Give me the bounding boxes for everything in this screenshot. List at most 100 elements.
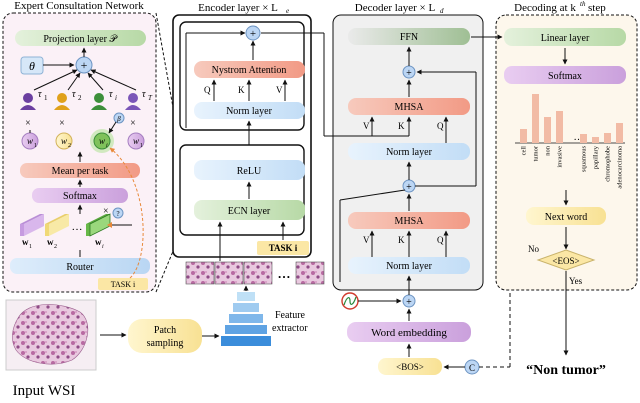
weight-i-node: [93, 132, 111, 150]
expert-2-tau-sub: 2: [78, 94, 82, 102]
next-word-label: Next word: [545, 212, 588, 223]
expert-2-tau: τ: [72, 89, 76, 100]
expert-i-body: [91, 105, 107, 110]
router-vector-i-face: [86, 224, 90, 236]
decoding-panel: Decoding at k th step Linear layer Softm…: [471, 0, 638, 378]
encoder-ffn-block: [179, 144, 305, 236]
router-vector-i-sub: i: [102, 244, 104, 250]
router-vector-i-label: w: [95, 237, 102, 247]
expert-i-icon: [94, 93, 104, 103]
eos-diamond: [536, 249, 596, 271]
yes-label: Yes: [569, 276, 583, 286]
decoder-norm-bottom-label: Norm layer: [386, 261, 432, 272]
expert-1-icon: [23, 93, 33, 103]
decoding-title-sup: th: [580, 0, 586, 8]
encoder-task-label: TASK i: [269, 243, 298, 253]
weight-2-sub: 2: [68, 143, 71, 149]
task-feedback-path: [109, 147, 144, 279]
chart-bar: [580, 134, 587, 143]
nystrom-attention-label: Nystrom Attention: [212, 65, 287, 76]
decoder-top-k: K: [398, 121, 405, 131]
router-vector-2-face: [45, 224, 49, 236]
decoder-norm-bottom-box: [348, 257, 470, 274]
encoder-norm2-box: [194, 160, 305, 180]
expertT-to-plus: [90, 69, 137, 91]
beta-arrow: [108, 121, 117, 134]
mean-per-task-box: [20, 163, 140, 178]
patch-sampling-label-1: Patch: [154, 325, 176, 336]
mhsa-bottom-box: [348, 212, 470, 229]
experti-to-plus: [87, 72, 104, 91]
router-vector-dots: …: [72, 221, 83, 233]
decoder-norm-mid-box: [348, 143, 470, 160]
chart-category-label: …: [574, 132, 584, 143]
patch-4: [295, 261, 325, 285]
encoder-ecn-layer-box: [194, 200, 305, 220]
router-vector-2-prism: [45, 214, 69, 224]
decoding-softmax-label: Softmax: [548, 71, 582, 82]
fe-layer-1: [237, 292, 255, 301]
wsi-tissue: [12, 304, 89, 365]
ffn-label: FFN: [400, 32, 418, 43]
encoder-title-sub: e: [286, 7, 289, 15]
chart-category-label: invasive: [557, 146, 564, 168]
weight-T-sub: 1: [140, 143, 143, 149]
beta-node: [113, 112, 125, 124]
expert2-to-plus: [67, 72, 81, 91]
encoder-k: K: [238, 85, 245, 95]
encoder-plus-top: [245, 25, 261, 41]
router-vector-times: ×: [103, 206, 109, 217]
decoder-panel: Decoder layer × L d FFN + MHSA V K Q Nor…: [261, 2, 484, 291]
bos-label: <BOS>: [396, 362, 424, 372]
decoder-top-v: V: [363, 121, 370, 131]
fe-layer-3: [229, 314, 263, 323]
expert-i: τ i: [91, 89, 117, 110]
chart-bar: [556, 111, 563, 143]
expert-i-tau: τ: [109, 89, 113, 100]
ecn-task-badge: [98, 278, 148, 290]
encoder-title: Encoder layer × L: [198, 2, 278, 14]
router-vector-2-sub: 2: [54, 244, 57, 250]
expert-T-body: [125, 105, 141, 110]
expert-i-tau-sub: i: [115, 94, 117, 102]
weight-i-label: w: [99, 136, 105, 146]
ecn-panel-title: Expert Consultation Network: [14, 0, 144, 12]
encoder-task-badge: [257, 241, 309, 255]
chart-category-label: chromophobe: [605, 146, 612, 182]
patch-2: [214, 261, 244, 285]
router-vector-i-prism: [86, 214, 110, 224]
feature-extractor: Feature extractor: [221, 285, 308, 346]
router-vector-1-sub: 1: [29, 244, 32, 250]
ecn-plus-symbol: +: [81, 58, 88, 72]
feature-extractor-label-2: extractor: [272, 323, 308, 334]
router-vector-2: w 2: [45, 214, 69, 250]
weight-1-sub: 1: [34, 143, 37, 149]
weight-2-node: [55, 132, 73, 150]
expert-2: τ 2: [54, 89, 82, 110]
expert-2-body: [54, 105, 70, 110]
router-box: [10, 258, 150, 274]
expert-2-icon: [57, 93, 67, 103]
ecn-times-1: ×: [25, 118, 31, 129]
expert-1-body: [20, 105, 36, 110]
embedding-section: + Word embedding <BOS> C: [341, 259, 540, 375]
chart-category-label: tumor: [533, 145, 540, 161]
decoder-bottom-v: V: [363, 235, 370, 245]
decoder-title-sub: d: [440, 7, 444, 15]
ecn-times-T: ×: [130, 118, 136, 129]
concat-label: C: [469, 363, 475, 373]
encoder-q: Q: [204, 85, 211, 95]
theta-label: θ: [29, 59, 35, 73]
weight-1-label: w: [27, 136, 33, 146]
decoder-bottom-q: Q: [437, 235, 444, 245]
decoder-plus-1-symbol: +: [406, 182, 412, 193]
encoder-relu-label: ReLU: [237, 166, 262, 177]
feature-extractor-label-1: Feature: [275, 310, 306, 321]
decoding-title: Decoding at k: [514, 2, 576, 14]
mean-per-task-label: Mean per task: [52, 166, 109, 177]
router-vector-1-label: w: [22, 237, 29, 247]
mhsa-top-label: MHSA: [395, 102, 425, 113]
weight-T-label: w: [133, 136, 139, 146]
chart-bar: [520, 129, 527, 143]
encoder-norm-box: [194, 102, 305, 119]
